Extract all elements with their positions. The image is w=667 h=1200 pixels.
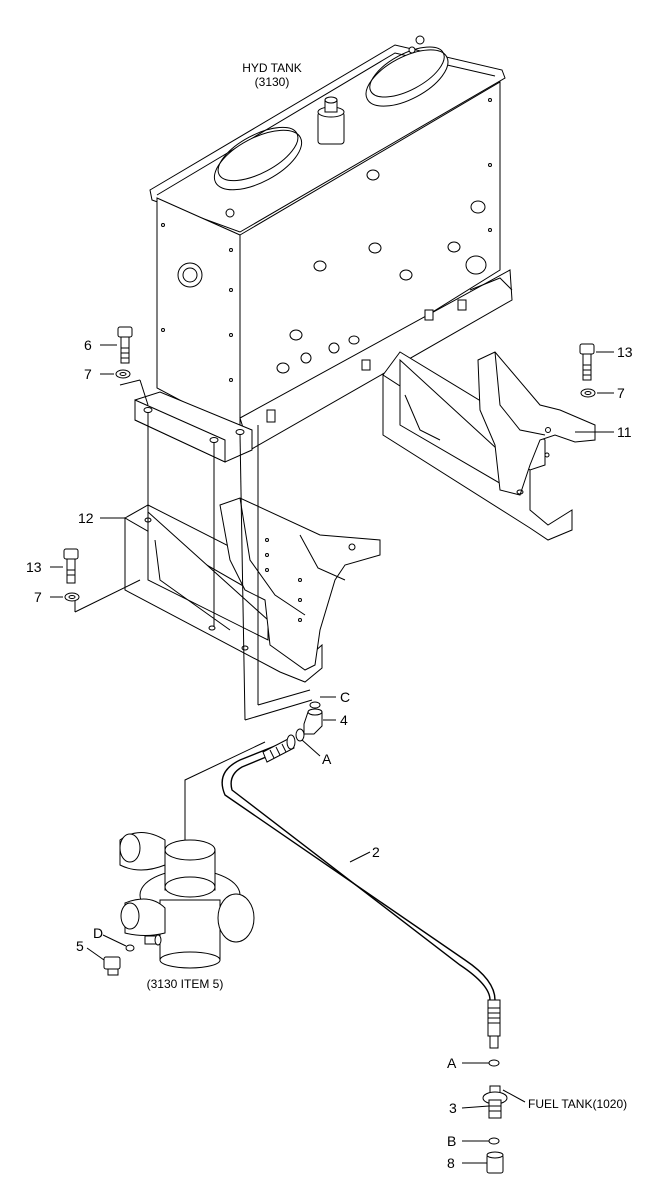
bolt-13b xyxy=(63,548,79,584)
fitting-3 xyxy=(482,1085,508,1119)
hose-2 xyxy=(221,734,501,1049)
washer-7a xyxy=(115,369,131,379)
callout-6: 6 xyxy=(84,337,92,353)
tank-ports xyxy=(266,169,487,423)
fuel-tank-label: FUEL TANK(1020) xyxy=(528,1097,627,1111)
cap-8 xyxy=(486,1151,504,1174)
bolt-6 xyxy=(117,326,133,364)
callout-a2: A xyxy=(447,1055,457,1071)
hydraulic-tank xyxy=(134,35,513,463)
bolt-13a xyxy=(579,343,595,381)
tank-title-line2: (3130) xyxy=(255,75,290,89)
callout-b: B xyxy=(447,1133,456,1149)
o-ring-a2 xyxy=(488,1059,500,1067)
callout-13a: 13 xyxy=(617,344,633,360)
callout-12: 12 xyxy=(78,510,94,526)
plug-5 xyxy=(103,956,121,976)
callout-7c: 7 xyxy=(34,589,42,605)
pump xyxy=(119,832,255,969)
o-ring-b xyxy=(488,1137,500,1145)
washer-7b xyxy=(580,388,596,398)
callout-7b: 7 xyxy=(617,385,625,401)
callout-8: 8 xyxy=(447,1155,455,1171)
bracket-12 xyxy=(124,497,381,683)
washer-7c xyxy=(64,592,80,602)
callout-3: 3 xyxy=(449,1100,457,1116)
fitting-4 xyxy=(295,701,323,742)
bracket-11 xyxy=(382,351,596,541)
callout-5: 5 xyxy=(76,938,84,954)
callout-d: D xyxy=(93,925,103,941)
callout-a1: A xyxy=(322,751,332,767)
assembly-lines xyxy=(74,379,313,840)
o-ring-d xyxy=(125,944,135,952)
callout-c: C xyxy=(340,689,350,705)
pump-label: (3130 ITEM 5) xyxy=(147,977,224,991)
leader-lines xyxy=(50,344,614,1164)
callout-4: 4 xyxy=(340,712,348,728)
o-ring-c xyxy=(309,701,321,709)
callout-7a: 7 xyxy=(84,366,92,382)
bracket-12-holes xyxy=(265,538,302,622)
o-ring-a xyxy=(295,728,305,742)
callout-11: 11 xyxy=(617,424,632,440)
tank-title-line1: HYD TANK xyxy=(242,61,302,75)
callout-2: 2 xyxy=(372,844,380,860)
callout-13b: 13 xyxy=(26,559,42,575)
